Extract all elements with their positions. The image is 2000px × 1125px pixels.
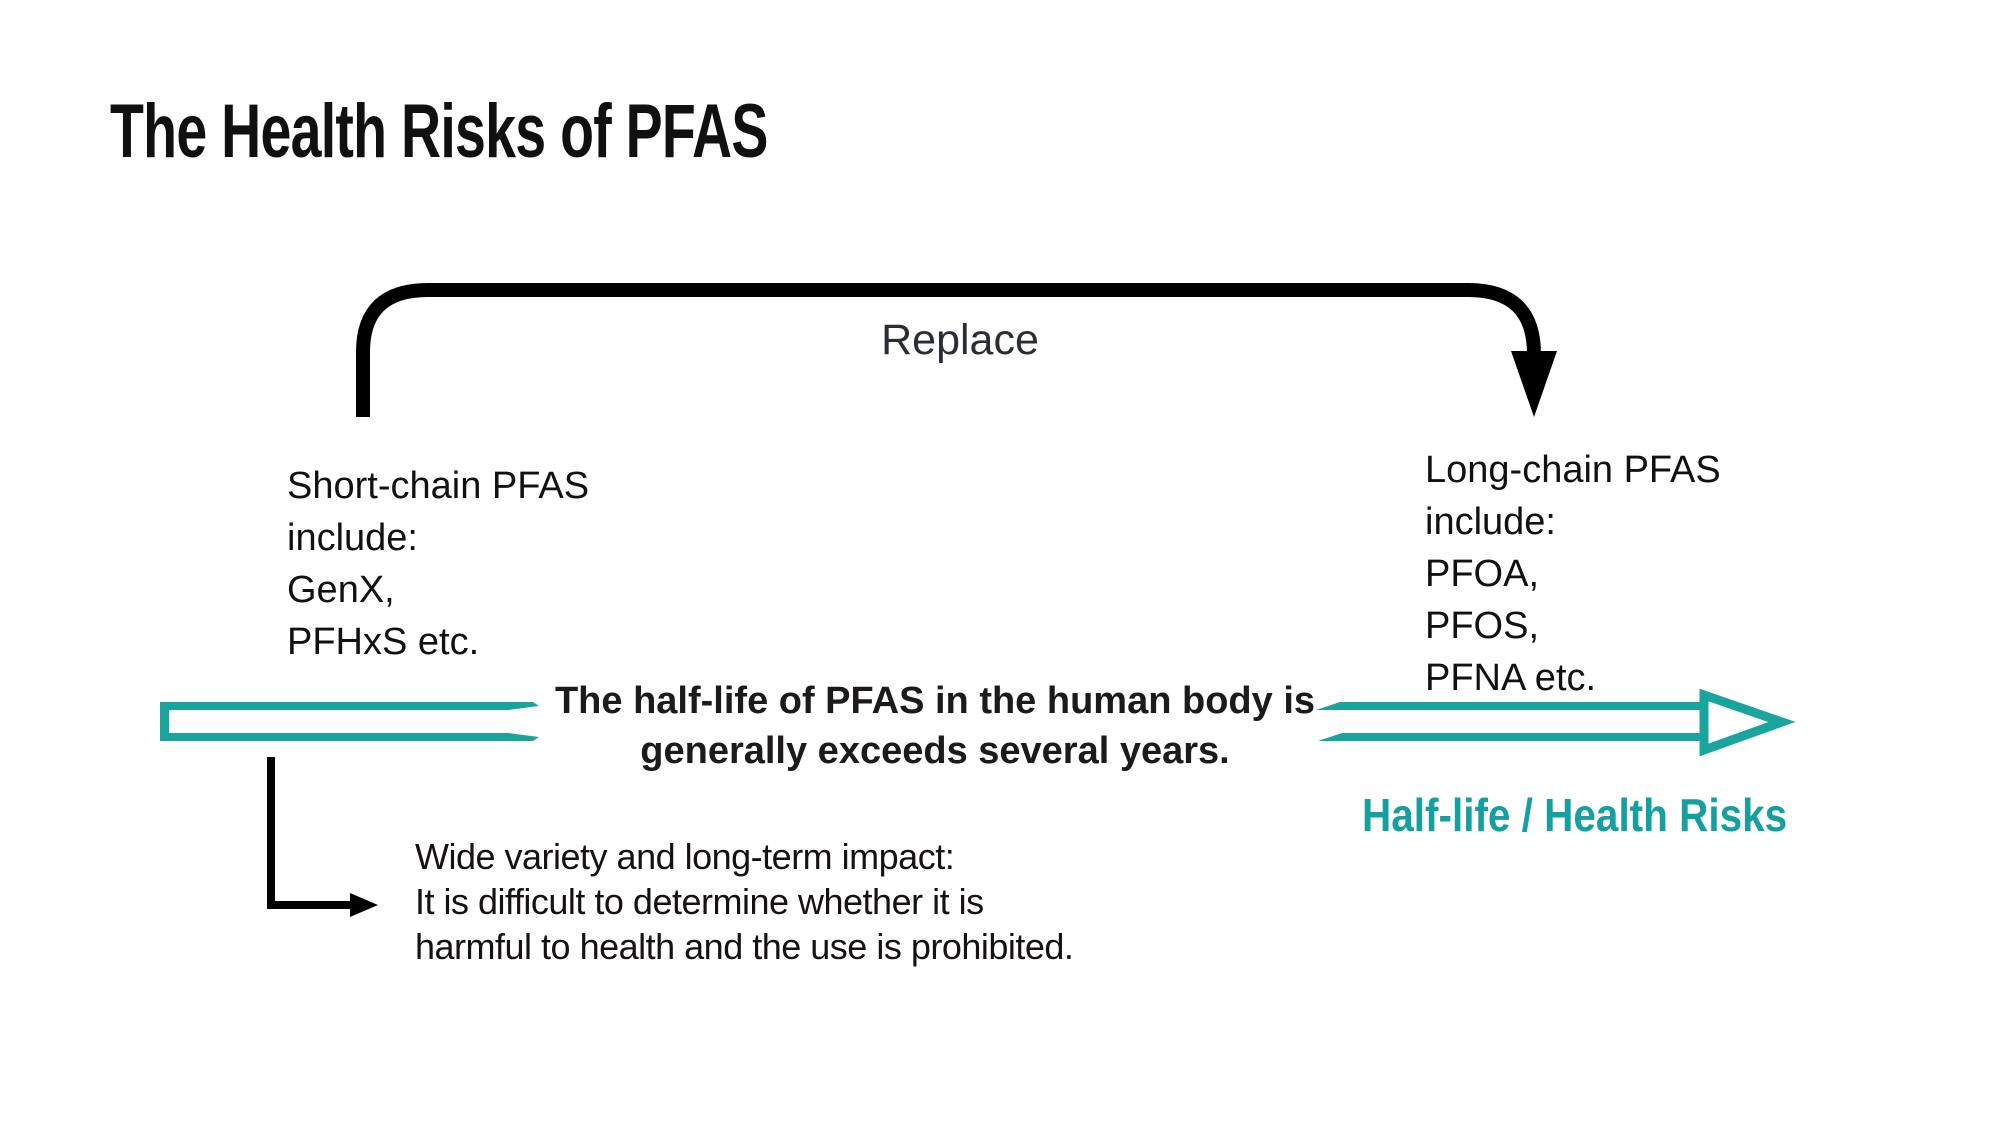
replace-arrow xyxy=(356,283,1557,417)
short-chain-line: include: xyxy=(287,517,418,559)
half-life-arrow-tail-icon xyxy=(160,702,539,741)
long-chain-line: PFOA, xyxy=(1425,553,1540,595)
half-life-arrow-head-group xyxy=(1316,688,1796,757)
long-chain-list: Long-chain PFAS include: PFOA, PFOS, PFN… xyxy=(1425,444,1721,704)
half-life-axis-caption: Half-life / Health Risks xyxy=(1362,789,1788,841)
short-chain-line: Short-chain PFAS xyxy=(287,465,590,507)
half-life-statement-line: generally exceeds several years. xyxy=(640,730,1230,772)
half-life-arrow-top-bar xyxy=(1316,702,1700,710)
replace-label: Replace xyxy=(881,316,1039,364)
half-life-arrow-bottom-bar xyxy=(1318,733,1700,741)
impact-elbow-line xyxy=(267,757,352,909)
impact-note: Wide variety and long-term impact: It is… xyxy=(415,834,1074,969)
impact-arrowhead-icon xyxy=(350,893,378,917)
page-title: The Health Risks of PFAS xyxy=(110,89,768,174)
long-chain-line: PFOS, xyxy=(1425,605,1540,647)
long-chain-line: Long-chain PFAS xyxy=(1425,449,1721,491)
half-life-arrowhead-icon xyxy=(1699,688,1796,757)
impact-note-line: It is difficult to determine whether it … xyxy=(415,881,984,922)
long-chain-line: PFNA etc. xyxy=(1425,657,1597,699)
impact-note-line: harmful to health and the use is prohibi… xyxy=(415,926,1074,967)
impact-note-line: Wide variety and long-term impact: xyxy=(415,836,955,877)
half-life-statement: The half-life of PFAS in the human body … xyxy=(530,676,1340,776)
half-life-statement-line: The half-life of PFAS in the human body … xyxy=(554,680,1316,722)
short-chain-list: Short-chain PFAS include: GenX, PFHxS et… xyxy=(287,460,589,668)
replace-arrow-line xyxy=(356,283,1541,417)
short-chain-line: PFHxS etc. xyxy=(287,621,480,663)
impact-elbow-arrow xyxy=(267,757,378,917)
replace-arrowhead-icon xyxy=(1511,351,1557,417)
short-chain-line: GenX, xyxy=(287,569,395,611)
long-chain-line: include: xyxy=(1425,501,1556,543)
